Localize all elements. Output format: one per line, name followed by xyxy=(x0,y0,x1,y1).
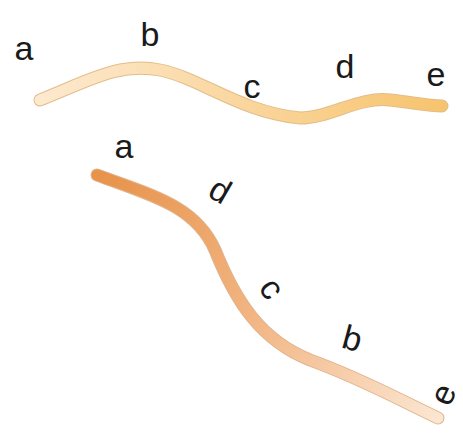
gene-label: a xyxy=(15,31,34,65)
gene-label: b xyxy=(338,319,365,357)
inverted-chromosome xyxy=(97,175,438,418)
chromosome-outline xyxy=(40,68,442,118)
gene-label: c xyxy=(253,271,291,304)
gene-label: b xyxy=(141,17,160,51)
gene-label: c xyxy=(244,69,261,103)
normal-chromosome xyxy=(40,68,442,118)
chromosome-outline xyxy=(97,175,438,418)
gene-label: e xyxy=(427,57,446,91)
gene-label: a xyxy=(115,129,134,163)
gene-label: e xyxy=(423,378,462,410)
gene-label: d xyxy=(203,171,236,210)
gene-label: d xyxy=(336,49,355,83)
